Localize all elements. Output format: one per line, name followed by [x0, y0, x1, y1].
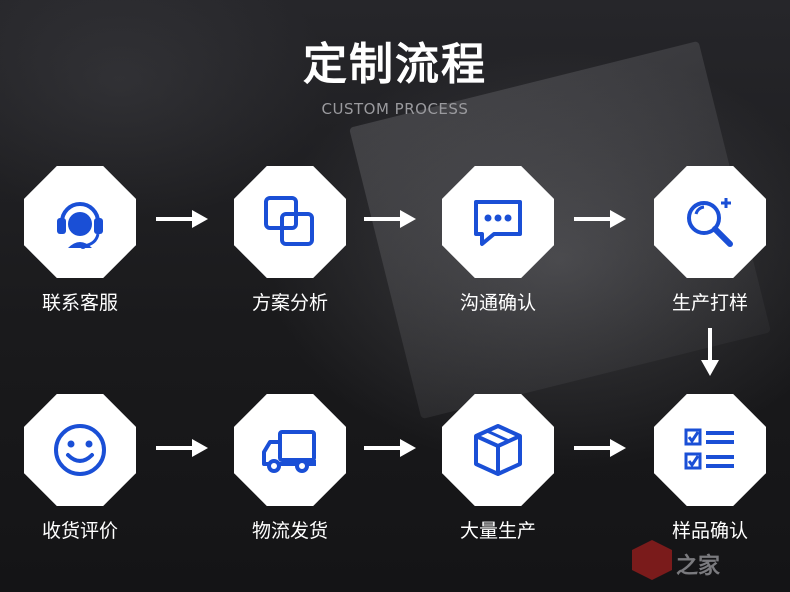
arrow-right-icon [362, 207, 418, 231]
smiley-icon [54, 424, 106, 476]
step-logistics-shipping [234, 394, 346, 506]
checklist-icon [684, 428, 734, 470]
magnifier-plus-icon [687, 198, 733, 247]
step-label: 收货评价 [41, 520, 118, 542]
overlap-squares-icon [264, 196, 314, 246]
step-receive-review [24, 394, 136, 506]
step-communicate-confirm [442, 166, 554, 278]
arrow-right-icon [362, 436, 418, 460]
step-label: 样品确认 [671, 520, 748, 542]
watermark-logo-icon [632, 540, 672, 580]
arrow-down-icon [698, 326, 722, 378]
step-plan-analysis [234, 166, 346, 278]
arrow-right-icon [572, 207, 628, 231]
step-label: 物流发货 [251, 520, 328, 542]
page-subtitle: CUSTOM PROCESS [321, 100, 469, 118]
watermark-text: 之家 [676, 554, 721, 579]
arrow-right-icon [154, 207, 210, 231]
step-label: 生产打样 [671, 292, 748, 314]
step-production-sample [654, 166, 766, 278]
page-title: 定制流程 [303, 39, 487, 90]
arrow-right-icon [572, 436, 628, 460]
step-label: 大量生产 [459, 520, 536, 542]
headset-icon [57, 202, 103, 249]
chat-bubble-icon [474, 200, 522, 246]
step-label: 沟通确认 [459, 292, 536, 314]
step-contact-service [24, 166, 136, 278]
arrow-right-icon [154, 436, 210, 460]
step-label: 联系客服 [41, 292, 118, 314]
step-label: 方案分析 [251, 292, 328, 314]
truck-icon [262, 430, 316, 473]
box-icon [474, 424, 522, 476]
step-sample-confirm [654, 394, 766, 506]
step-mass-production [442, 394, 554, 506]
